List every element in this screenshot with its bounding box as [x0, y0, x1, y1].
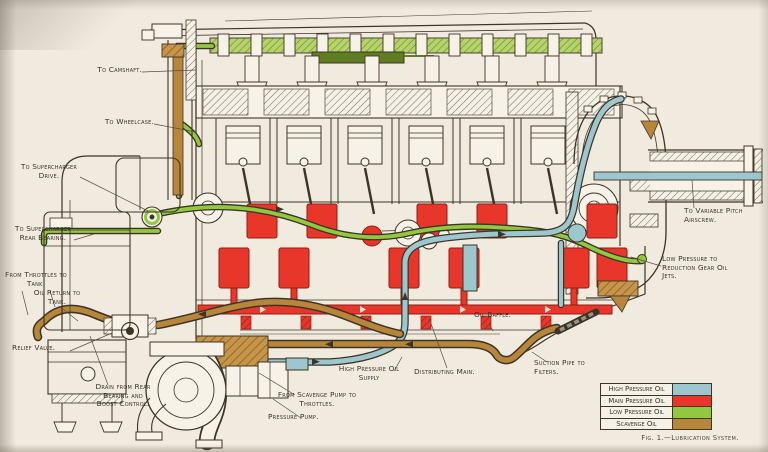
legend-label-main-pressure: Main Pressure Oil — [601, 395, 673, 406]
label-to-camshaft: To Camshaft. — [97, 65, 142, 74]
label-low-pressure-to-reduction-gear: Low Pressure to Reduction Gear Oil Jets. — [662, 254, 728, 281]
legend-label-low-pressure: Low Pressure Oil — [601, 407, 673, 418]
scavenge-oil-system — [32, 280, 639, 365]
leader-lines — [21, 69, 695, 419]
oil-color-legend: High Pressure Oil Main Pressure Oil Low … — [600, 383, 712, 430]
legend-swatch-scavenge — [673, 418, 711, 429]
label-to-supercharger-drive: To Supercharger Drive. — [20, 162, 78, 180]
airscrew-oil-tube — [593, 171, 763, 181]
cylinder-head — [195, 85, 623, 119]
legend-swatch-high-pressure — [673, 384, 711, 395]
label-relief-valve: Relief Valve. — [12, 343, 56, 352]
label-oil-baffle: Oil Baffle. — [474, 310, 512, 319]
label-drain-from-rear-bearing: Drain from Rear Bearing and Boost Contro… — [95, 382, 151, 409]
label-pressure-pump: Pressure Pump. — [268, 412, 319, 421]
camshaft-drive-tower — [115, 19, 197, 213]
legend-row-low-pressure: Low Pressure Oil — [601, 406, 711, 418]
supercharger-housing — [43, 155, 141, 433]
legend-label-high-pressure: High Pressure Oil — [601, 384, 673, 395]
label-from-throttles-to-tank: From Throttles to Tank. — [5, 270, 67, 288]
cylinders-and-pistons — [215, 118, 576, 215]
label-to-variable-pitch-airscrew: To Variable Pitch Airscrew. — [684, 206, 743, 224]
label-suction-pipe-to-filters: Suction Pipe to Filters. — [534, 358, 585, 376]
legend-row-scavenge: Scavenge Oil — [601, 417, 711, 429]
wheelcase-housing — [115, 157, 181, 213]
scavenge-funnel — [640, 120, 660, 140]
label-high-pressure-oil-supply: High Pressure Oil Supply — [338, 364, 400, 382]
camshaft — [209, 33, 603, 91]
oil-pumps — [135, 335, 309, 451]
legend-swatch-low-pressure — [673, 407, 711, 418]
legend-label-scavenge: Scavenge Oil — [601, 418, 673, 429]
label-distributing-main: Distributing Main. — [414, 367, 475, 376]
figure-caption: Fig. 1.—Lubrication System. — [641, 434, 739, 442]
legend-row-high-pressure: High Pressure Oil — [601, 384, 711, 395]
label-to-supercharger-rear-bearing: To Supercharger Rear Bearing. — [14, 224, 72, 242]
rocker-pedestals — [236, 55, 568, 91]
label-oil-return-to-tank: Oil Return to Tank. — [33, 288, 81, 306]
label-from-scavenge-pump: From Scavenge Pump to Throttles. — [277, 390, 357, 408]
label-to-wheelcase: To Wheelcase. — [104, 117, 154, 126]
legend-row-main-pressure: Main Pressure Oil — [601, 394, 711, 406]
legend-swatch-main-pressure — [673, 395, 711, 406]
rocker-shaft — [311, 51, 405, 64]
pressure-pump-body — [225, 365, 261, 397]
